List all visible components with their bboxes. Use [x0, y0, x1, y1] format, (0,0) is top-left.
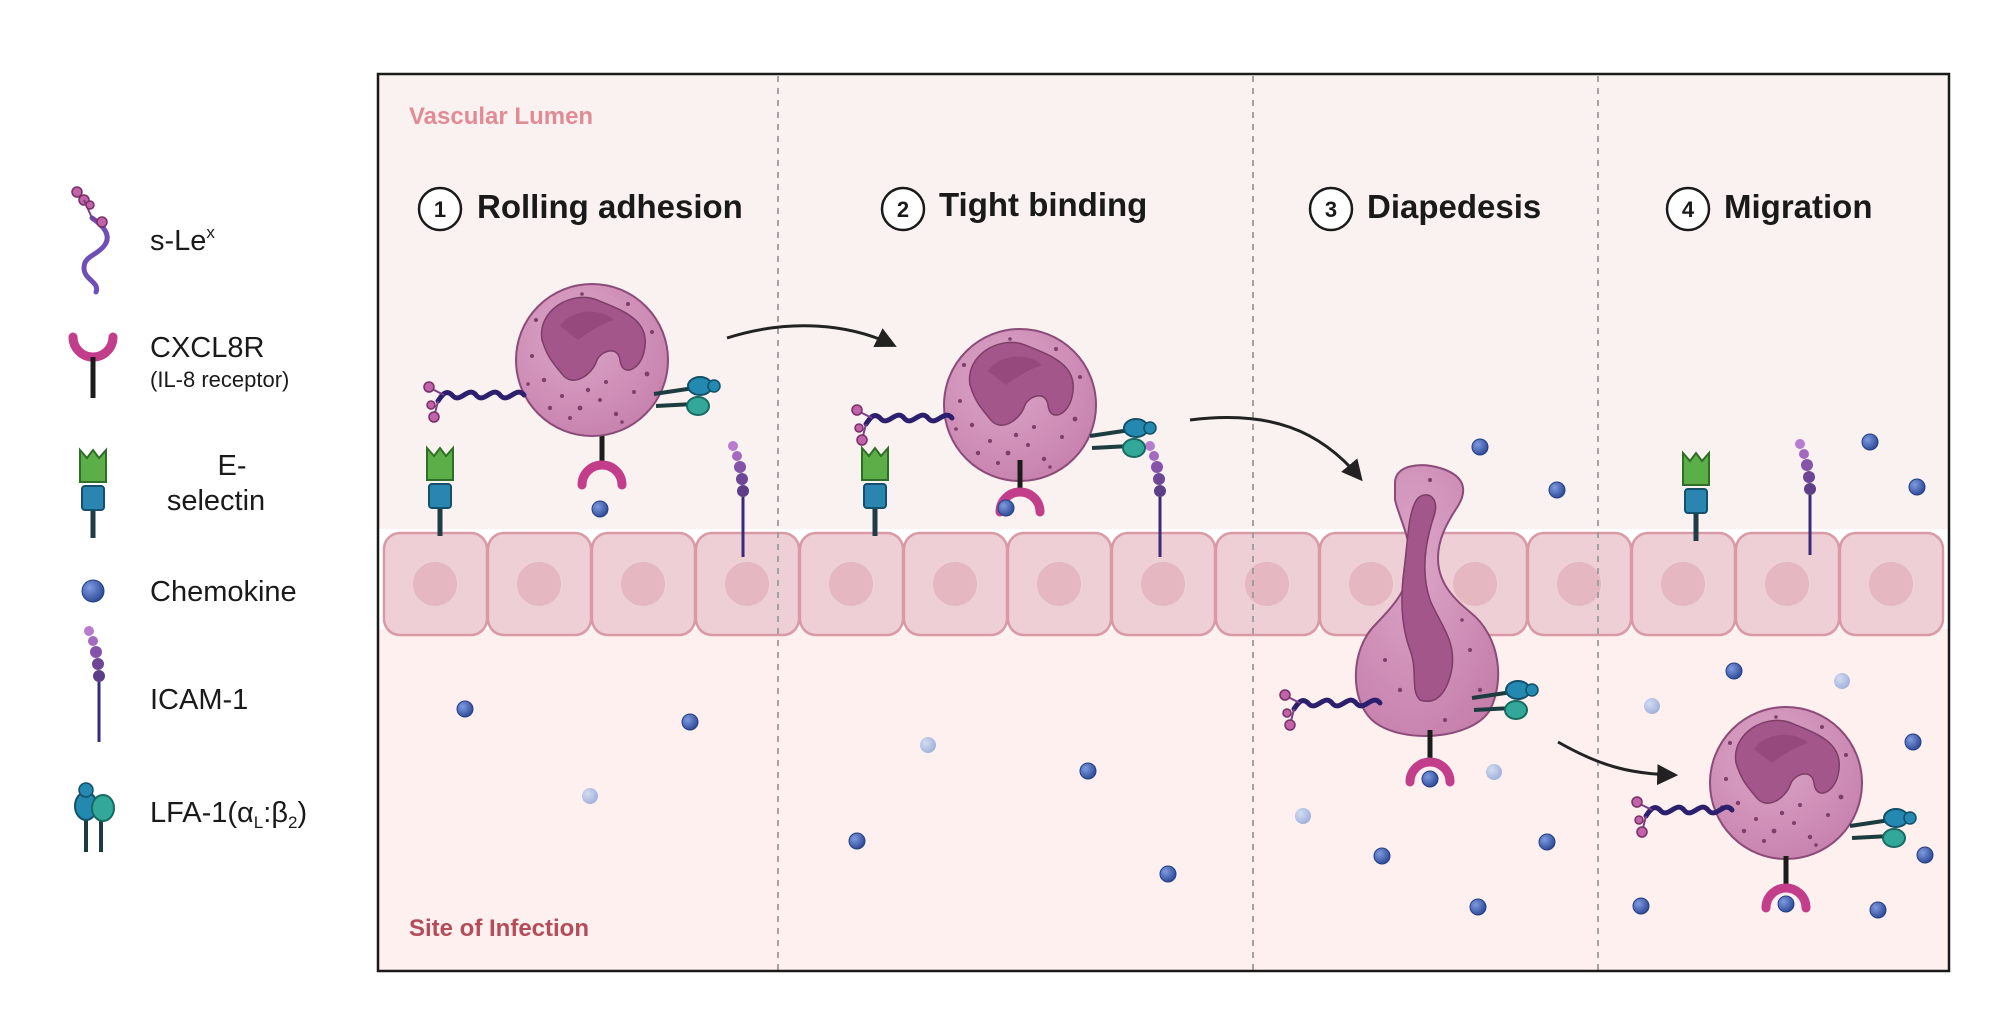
legend-lfa-1-label: LFA-1(αL:β2) — [150, 797, 307, 832]
legend-e-selectin-label-line1: E- — [218, 450, 247, 482]
legend-slex-label: s-Lex — [150, 223, 215, 257]
legend-cxcl8r-label: CXCL8R — [150, 332, 264, 364]
step-3-title: Diapedesis — [1367, 188, 1541, 225]
chemokine — [1538, 833, 1556, 851]
chemokine — [582, 788, 598, 804]
step-1-header: 1 Rolling adhesion — [417, 186, 743, 232]
chemokine — [1421, 770, 1439, 788]
step-2-header: 2 Tight binding — [880, 186, 1147, 232]
legend-cxcl8r-icon — [68, 332, 118, 398]
chemokine — [1486, 764, 1502, 780]
step-4-title: Migration — [1724, 188, 1872, 225]
legend-chemokine-label: Chemokine — [150, 576, 297, 608]
legend-chemokine-icon — [81, 579, 105, 603]
legend: s-Lex CXCL8R (IL-8 receptor) E- selectin… — [68, 186, 307, 852]
nucleus — [1401, 494, 1454, 702]
arrow-2-to-3 — [1189, 416, 1363, 482]
step-1-title: Rolling adhesion — [477, 188, 743, 225]
legend-e-selectin-label-line2: selectin — [167, 485, 265, 517]
chemokine — [1295, 808, 1311, 824]
region-vascular-lumen: Vascular Lumen — [409, 103, 593, 130]
chemokine — [681, 713, 699, 731]
arrow-1-to-2 — [726, 324, 897, 348]
step-4-header: 4 Migration — [1665, 186, 1872, 232]
stage-3-diapedesis — [1280, 438, 1566, 916]
legend-slex-icon — [71, 186, 110, 295]
legend-e-selectin-icon — [80, 450, 106, 538]
chemokine — [1908, 478, 1926, 496]
chemokine — [1777, 895, 1795, 913]
step-1-number: 1 — [434, 197, 446, 222]
flow-arrows — [726, 324, 1679, 786]
chemokine — [848, 832, 866, 850]
chemokine — [1469, 898, 1487, 916]
legend-cxcl8r-sublabel: (IL-8 receptor) — [150, 367, 289, 392]
chemokine — [1548, 481, 1566, 499]
region-site-of-infection: Site of Infection — [409, 915, 589, 942]
step-3-header: 3 Diapedesis — [1308, 186, 1541, 232]
neutrophil — [943, 328, 1097, 482]
chemokine — [1869, 901, 1887, 919]
chemokine — [1079, 762, 1097, 780]
step-2-title: Tight binding — [939, 186, 1147, 223]
chemokine — [1644, 698, 1660, 714]
legend-icam-1-label: ICAM-1 — [150, 684, 248, 716]
chemokine — [1861, 433, 1879, 451]
chemokine — [997, 499, 1015, 517]
legend-lfa-1-icon — [74, 782, 115, 852]
chemokine — [1471, 438, 1489, 456]
chemokine — [1632, 897, 1650, 915]
chemokine — [1373, 847, 1391, 865]
chemokine — [920, 737, 936, 753]
chemokine — [456, 700, 474, 718]
endothelium — [382, 531, 1945, 637]
chemokine — [591, 500, 609, 518]
infection-background — [378, 629, 1949, 971]
step-2-number: 2 — [897, 197, 909, 222]
step-4-number: 4 — [1682, 197, 1695, 222]
chemokine — [1159, 865, 1177, 883]
chemokine — [1904, 733, 1922, 751]
chemokine — [1834, 673, 1850, 689]
neutrophil — [1709, 706, 1863, 860]
legend-icam-1-icon — [82, 624, 107, 744]
chemokine — [1916, 846, 1934, 864]
diagram-frame — [376, 72, 1951, 973]
chemokine — [1725, 662, 1743, 680]
neutrophil — [515, 283, 669, 437]
arrow-3-to-4 — [1557, 740, 1679, 786]
step-3-number: 3 — [1325, 197, 1337, 222]
stage-dividers — [777, 76, 1599, 970]
